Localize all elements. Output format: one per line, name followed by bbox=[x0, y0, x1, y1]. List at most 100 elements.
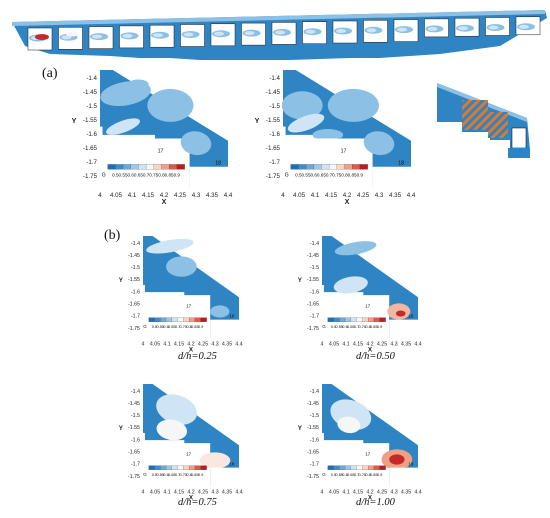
effectiveness-contour bbox=[327, 88, 379, 122]
x-tick-label: 4.1 bbox=[311, 192, 320, 199]
x-tick-label: 4.15 bbox=[353, 342, 363, 348]
legend-level-label: 0.7 bbox=[326, 172, 333, 177]
effectiveness-contour bbox=[147, 88, 194, 122]
legend-variable: G bbox=[322, 472, 326, 477]
y-tick-label: -1.6 bbox=[86, 131, 97, 138]
y-tick-label: -1.6 bbox=[310, 289, 319, 295]
plenum-cutout-left bbox=[102, 138, 156, 188]
hole-label-17: 17 bbox=[365, 451, 370, 456]
plenum-cutout-left bbox=[285, 138, 339, 188]
effectiveness-contour bbox=[337, 416, 361, 434]
legend-swatch bbox=[160, 465, 167, 470]
hole-label-17: 17 bbox=[158, 149, 164, 155]
plenum-cutout-right bbox=[210, 319, 239, 338]
legend-level-label: 0.7 bbox=[354, 324, 359, 329]
strip-streak-core bbox=[153, 33, 163, 38]
y-axis-title: Y bbox=[119, 277, 124, 284]
x-tick-label: 4.25 bbox=[357, 192, 370, 199]
y-tick-label: -1.75 bbox=[307, 474, 319, 480]
hole-label-18: 18 bbox=[229, 314, 234, 319]
x-tick-label: 4.35 bbox=[206, 192, 219, 199]
y-tick-label: -1.5 bbox=[86, 103, 97, 110]
legend-swatch bbox=[344, 317, 352, 322]
legend-level-label: 0.85 bbox=[370, 472, 378, 477]
legend-level-label: 0.85 bbox=[348, 172, 357, 177]
legend-swatch bbox=[107, 164, 116, 170]
y-tick-label: -1.55 bbox=[266, 117, 281, 124]
hole-label-18: 18 bbox=[215, 160, 221, 166]
legend-level-label: 0.55 bbox=[335, 324, 343, 329]
plenum-cutout-right bbox=[210, 467, 239, 486]
legend-swatch bbox=[356, 465, 363, 470]
x-tick-label: 4.1 bbox=[128, 192, 137, 199]
legend-swatch bbox=[115, 164, 124, 170]
legend-swatch bbox=[362, 317, 369, 322]
effectiveness-contour bbox=[156, 419, 188, 441]
legend-swatch bbox=[153, 164, 162, 170]
hole-label-18: 18 bbox=[408, 462, 413, 467]
legend-swatch bbox=[373, 465, 380, 470]
plenum-cutout-left bbox=[144, 443, 185, 486]
plenum-cutout-right bbox=[189, 166, 228, 188]
legend-level-label: 0.8 bbox=[158, 172, 165, 177]
legend-level-label: 0.65 bbox=[317, 172, 326, 177]
legend-swatch bbox=[165, 465, 173, 470]
effectiveness-contour bbox=[363, 131, 395, 156]
x-tick-label: 4.4 bbox=[235, 490, 242, 496]
strip-streak-core bbox=[92, 34, 102, 39]
legend-swatch bbox=[161, 164, 170, 170]
x-tick-label: 4 bbox=[281, 192, 285, 199]
effectiveness-contour bbox=[199, 452, 231, 469]
legend-level-label: 0.6 bbox=[127, 172, 134, 177]
legend-level-label: 0.5 bbox=[152, 324, 158, 329]
y-tick-label: -1.45 bbox=[266, 89, 281, 96]
x-tick-label: 4 bbox=[321, 342, 324, 348]
y-tick-label: -1.65 bbox=[128, 450, 140, 456]
effectiveness-contour bbox=[281, 91, 323, 120]
y-tick-label: -1.5 bbox=[269, 103, 280, 110]
legend-swatch bbox=[200, 317, 207, 322]
x-tick-label: 4.4 bbox=[235, 342, 242, 348]
plenum-cutout-left bbox=[323, 443, 364, 486]
y-tick-label: -1.5 bbox=[310, 413, 319, 419]
legend-level-label: 0.6 bbox=[342, 324, 348, 329]
caption-dh-050: d/h=0.50 bbox=[356, 351, 395, 362]
legend-swatch bbox=[305, 164, 315, 170]
x-tick-label: 4.2 bbox=[343, 192, 352, 199]
legend-level-label: 0.7 bbox=[175, 324, 180, 329]
legend-swatch bbox=[327, 317, 334, 322]
panel-label-a: (a) bbox=[42, 66, 58, 81]
legend-swatch bbox=[373, 317, 380, 322]
legend-swatch bbox=[188, 317, 196, 322]
y-tick-label: -1.7 bbox=[131, 314, 140, 320]
x-tick-label: 4.1 bbox=[342, 342, 349, 348]
caption-dh-100: d/h=1.00 bbox=[356, 497, 395, 508]
legend-swatch bbox=[313, 164, 322, 170]
plenum-cutout-left bbox=[323, 295, 364, 338]
legend-level-label: 0.8 bbox=[186, 324, 192, 329]
plenum-cutout-right bbox=[372, 166, 411, 188]
x-tick-label: 4.3 bbox=[375, 192, 384, 199]
legend-swatch bbox=[130, 164, 139, 170]
legend-swatch bbox=[183, 317, 190, 322]
x-tick-label: 4.25 bbox=[174, 192, 187, 199]
x-axis-title: X bbox=[189, 347, 194, 354]
x-tick-label: 4.15 bbox=[142, 192, 155, 199]
y-tick-label: -1.55 bbox=[128, 425, 140, 431]
legend-swatch bbox=[122, 164, 132, 170]
x-axis-title: X bbox=[345, 197, 350, 206]
legend-variable: G bbox=[102, 172, 106, 178]
legend-level-label: 0.85 bbox=[191, 472, 199, 477]
x-tick-label: 4.1 bbox=[342, 490, 349, 496]
caption-dh-075: d/h=0.75 bbox=[178, 497, 217, 508]
x-tick-label: 4 bbox=[321, 490, 324, 496]
legend-swatch bbox=[339, 317, 346, 322]
x-tick-label: 4.05 bbox=[110, 192, 123, 199]
x-tick-label: 4.35 bbox=[222, 342, 232, 348]
legend-swatch bbox=[188, 465, 196, 470]
x-tick-label: 4.3 bbox=[211, 490, 218, 496]
hole-label-17: 17 bbox=[186, 451, 191, 456]
x-tick-label: 4 bbox=[142, 490, 145, 496]
legend-level-label: 0.9 bbox=[174, 172, 181, 177]
